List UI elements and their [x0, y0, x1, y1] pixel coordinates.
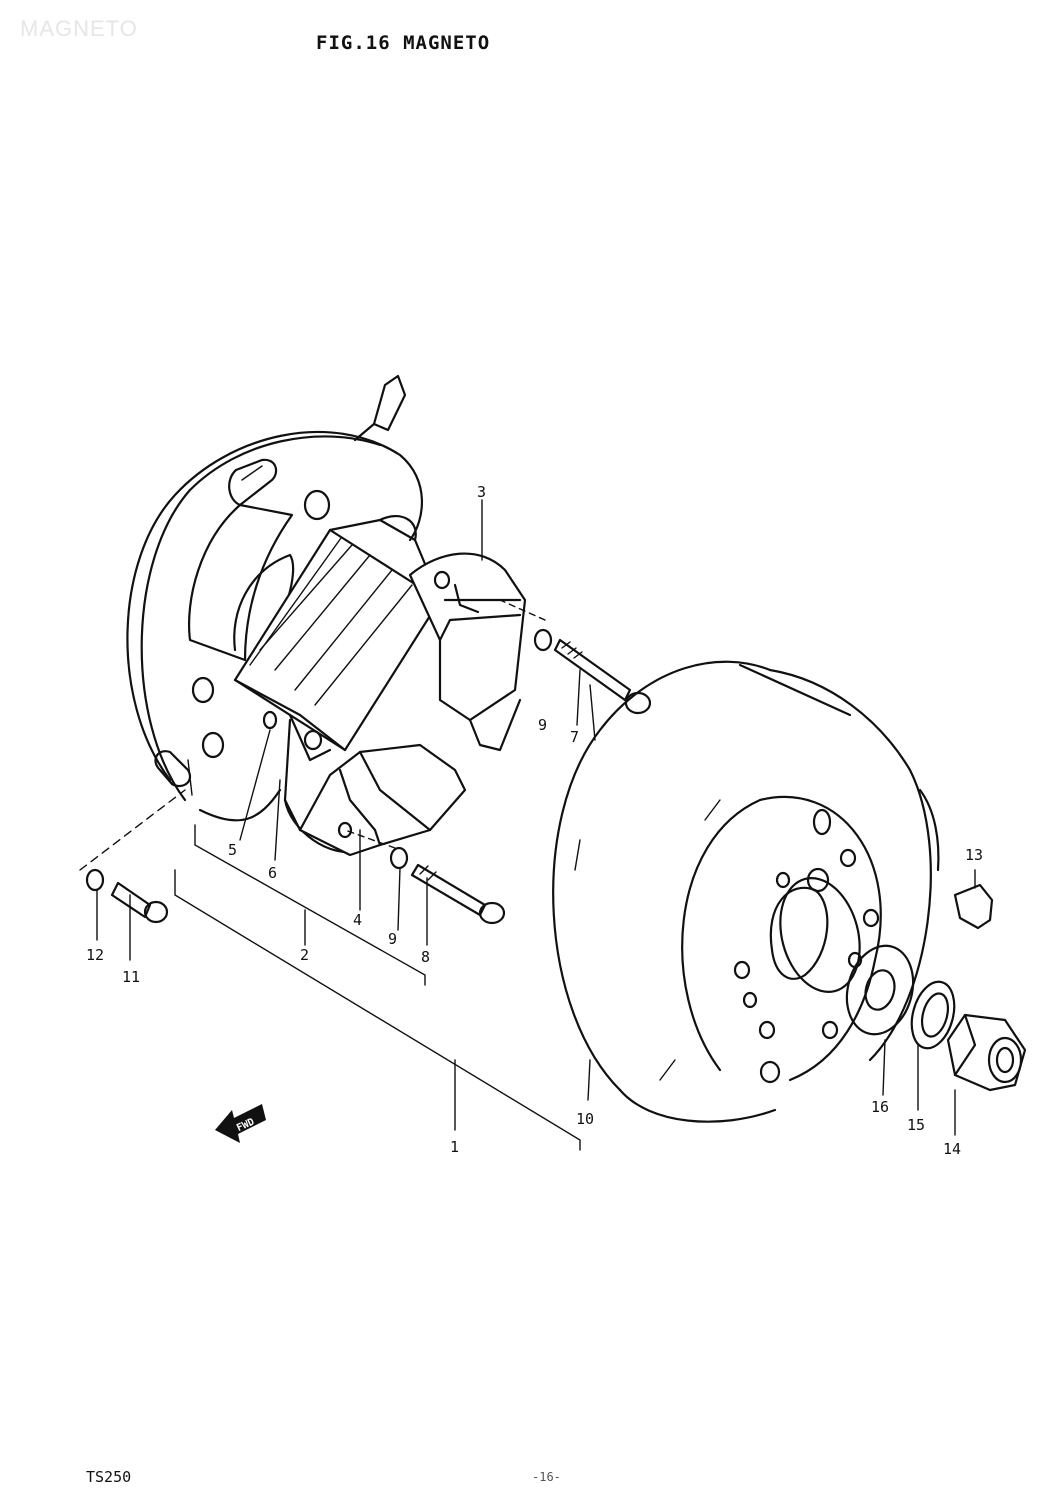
model-label: TS250	[86, 1468, 132, 1486]
callout-9-lower: 9	[388, 930, 397, 948]
figure-title: FIG.16 MAGNETO	[316, 32, 491, 54]
key-13	[953, 883, 994, 930]
callout-9-upper: 9	[538, 716, 547, 734]
screw-7	[553, 638, 652, 715]
screw-11	[110, 881, 169, 924]
callout-2: 2	[300, 946, 309, 964]
leader-lines	[79, 499, 976, 1151]
callout-11: 11	[122, 968, 140, 986]
page-number: -16-	[532, 1470, 561, 1484]
ignition-coil-lower	[283, 743, 467, 857]
nut-14	[946, 1013, 1027, 1092]
callout-6: 6	[268, 864, 277, 882]
callout-7: 7	[570, 728, 579, 746]
callout-5: 5	[228, 841, 237, 859]
callout-16: 16	[871, 1098, 889, 1116]
callout-3: 3	[477, 483, 486, 501]
ignition-coil-upper	[408, 552, 527, 752]
callout-15: 15	[907, 1116, 925, 1134]
charging-coil	[233, 515, 442, 853]
callout-12: 12	[86, 946, 104, 964]
stator-plate	[126, 430, 424, 822]
callout-10: 10	[576, 1110, 594, 1128]
screw-8	[410, 863, 506, 925]
washer-16	[845, 944, 915, 1036]
fwd-arrow: FWD	[215, 1104, 266, 1143]
washer-9-upper	[533, 628, 553, 652]
callout-4: 4	[353, 911, 362, 929]
flywheel-rotor	[552, 660, 940, 1123]
callout-numbers: 1 2 3 4 5 6 7 8 9 9 10 11 12 13 14 15 16	[86, 483, 983, 1158]
washer-12	[85, 868, 105, 892]
callout-14: 14	[943, 1140, 961, 1158]
lock-washer-15	[910, 980, 956, 1050]
watermark: MAGNETO	[20, 16, 138, 41]
crankshaft	[353, 374, 407, 442]
callout-1: 1	[450, 1138, 459, 1156]
callout-8: 8	[421, 948, 430, 966]
callout-13: 13	[965, 846, 983, 864]
washer-9-lower	[389, 846, 409, 870]
